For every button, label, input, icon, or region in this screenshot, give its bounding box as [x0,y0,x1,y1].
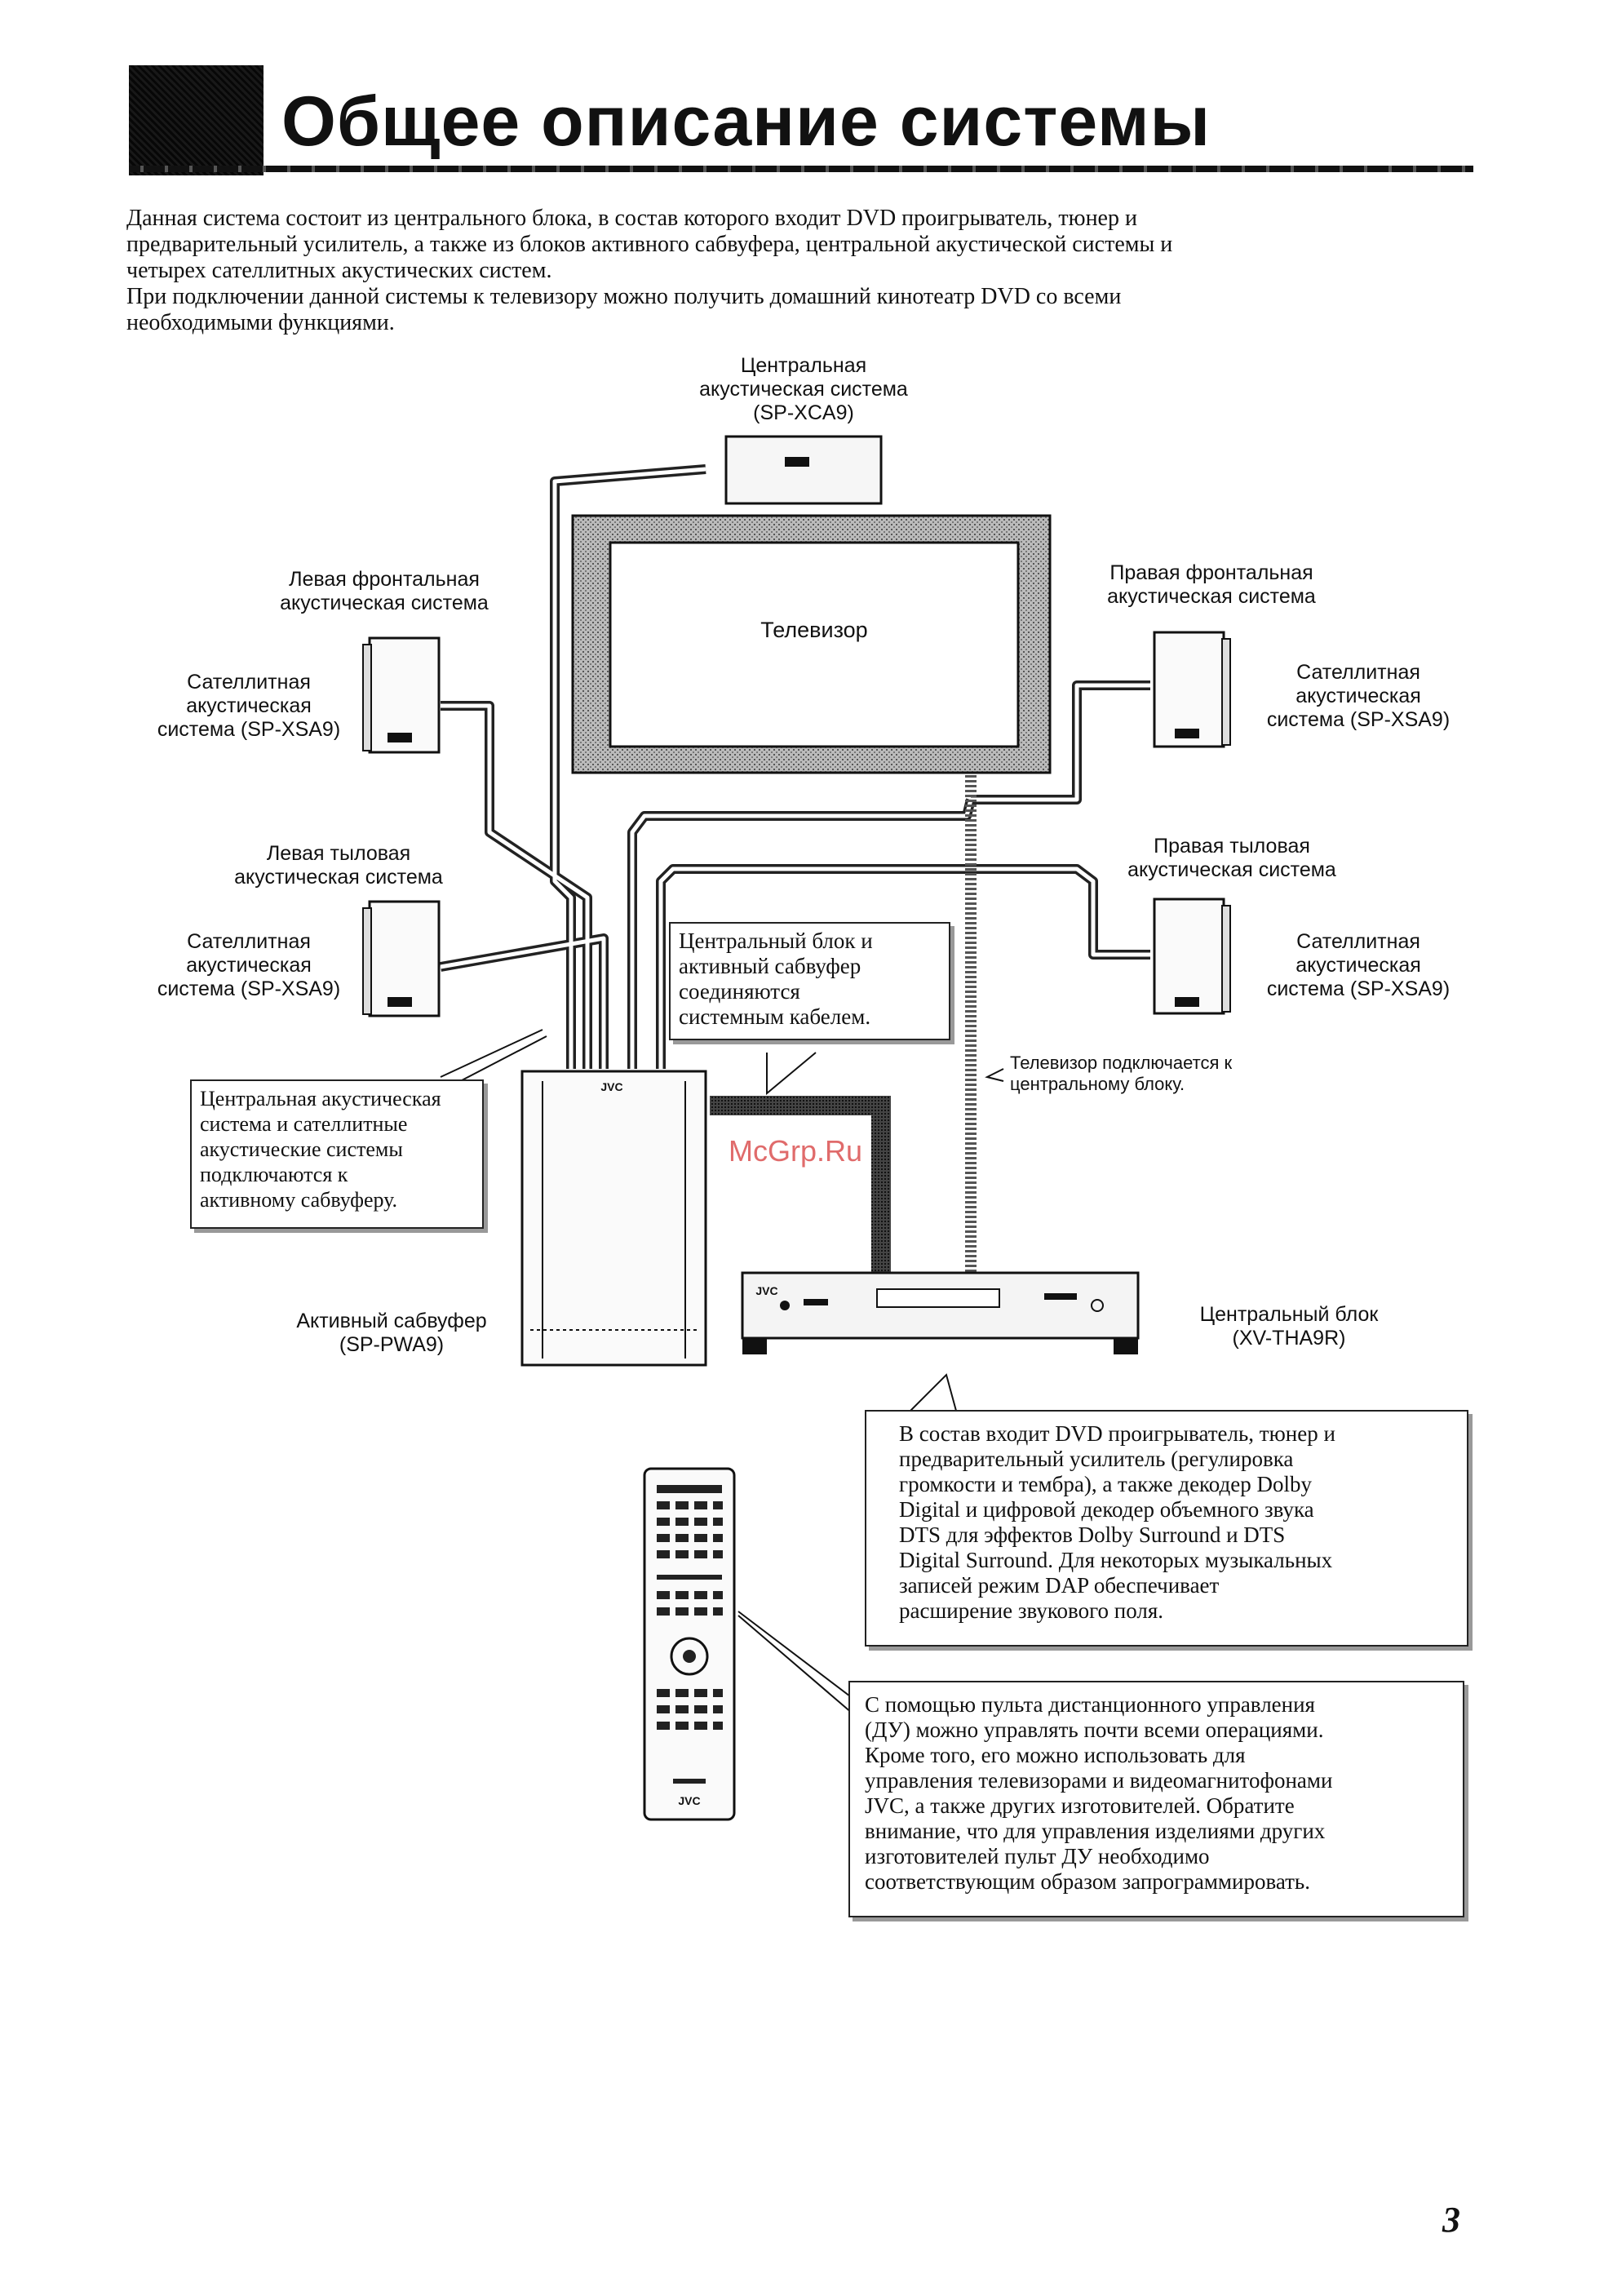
intro-line: При подключении данной системы к телевиз… [126,284,1122,309]
subwoofer-brand-logo: JVC [600,1080,623,1093]
right-rear-sat-label: Сателлитная акустическая система (SP-XSA… [1266,930,1450,1000]
right-front-speaker-graphic [1153,631,1231,748]
system-cable [710,1096,891,1273]
watermark: McGrp.Ru [729,1134,863,1168]
intro-line: Данная система состоит из центрального б… [126,206,1137,231]
title-rule [129,166,1473,172]
right-front-sat-label: Сателлитная акустическая система (SP-XSA… [1266,661,1450,731]
right-rear-speaker-graphic [1153,898,1231,1015]
speakers-to-sub-callout: Центральная акустическая система и сател… [190,1079,484,1229]
subwoofer-label: Активный сабвуфер (SP-PWA9) [296,1310,487,1356]
left-rear-sat-label: Сателлитная акустическая система (SP-XSA… [157,930,341,1000]
central-unit-description-callout: В состав входит DVD проигрыватель, тюнер… [865,1410,1468,1647]
right-front-label: Правая фронтальная акустическая система [1107,561,1316,608]
left-front-label: Левая фронтальная акустическая система [280,568,489,614]
page-title: Общее описание системы [281,82,1211,161]
remote-description-callout: С помощью пульта дистанционного управлен… [848,1681,1464,1917]
center-speaker-graphic [724,435,883,505]
center-speaker-label: Центральная акустическая система (SP-XCA… [699,354,908,424]
tv-label: Телевизор [760,618,868,642]
left-rear-speaker-graphic [362,900,441,1017]
subwoofer-graphic [520,1070,707,1367]
remote-control-graphic [643,1467,736,1821]
system-cable-callout: Центральный блок и активный сабвуфер сое… [669,922,950,1040]
central-unit-brand-logo: JVC [755,1284,778,1297]
right-rear-label: Правая тыловая акустическая система [1127,835,1336,881]
tv-graphic [571,514,1052,774]
intro-line: необходимыми функциями. [126,310,395,335]
left-front-sat-label: Сателлитная акустическая система (SP-XSA… [157,671,341,741]
intro-line: предварительный усилитель, а также из бл… [126,232,1173,257]
intro-line: четырех сателлитных акустических систем. [126,258,552,283]
left-rear-label: Левая тыловая акустическая система [234,842,443,889]
remote-brand-logo: JVC [678,1794,701,1807]
title-decoration-block [129,65,264,175]
left-front-speaker-graphic [362,636,441,754]
tv-connection-label: Телевизор подключается к центральному бл… [1010,1053,1233,1094]
central-unit-label: Центральный блок (XV-THA9R) [1199,1303,1379,1350]
central-unit-graphic [741,1271,1140,1354]
page-number: 3 [1442,2200,1460,2240]
